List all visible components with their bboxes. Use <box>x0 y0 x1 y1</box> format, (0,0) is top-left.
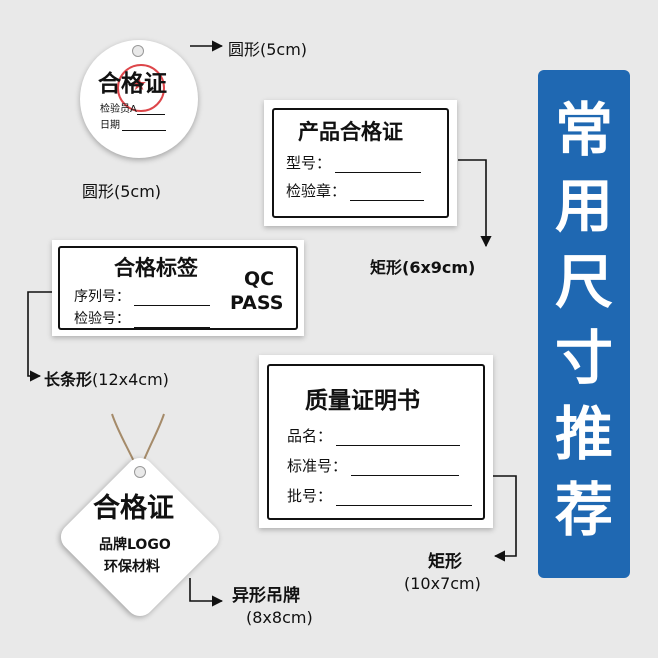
field-line <box>351 475 460 476</box>
product-cert-field-model: 型号： <box>286 152 422 173</box>
qualified-label-card: 合格标签 序列号： 检验号： QC PASS <box>52 240 304 336</box>
diamond-caption-line2: (8x8cm) <box>246 608 313 627</box>
banner-char-4: 寸 <box>554 324 613 392</box>
product-cert-field-stamp: 检验章： <box>286 180 425 201</box>
quality-cert-field-name: 品名： <box>287 425 461 446</box>
caption-bold: 长条形 <box>44 370 93 389</box>
field-line <box>350 200 425 201</box>
qualified-label-title: 合格标签 <box>114 256 198 280</box>
inspector-line <box>136 114 165 115</box>
round-tag-inspector-row: 检验员A <box>100 100 165 115</box>
field-label: 检验号： <box>74 311 130 327</box>
banner-char-5: 推 <box>554 400 613 468</box>
quality-cert-field-batch: 批号： <box>287 485 473 506</box>
field-label: 批号： <box>287 487 333 505</box>
hang-hole <box>132 45 144 57</box>
qc-badge-line2: PASS <box>230 292 284 314</box>
arrow-quality-caption <box>493 475 517 562</box>
quality-cert-caption-line1: 矩形 <box>428 547 462 572</box>
diamond-tag-line1: 品牌LOGO <box>99 537 171 553</box>
arrow-label-caption <box>27 291 52 382</box>
qualified-label-field-inspect: 检验号： <box>74 308 210 328</box>
caption-rest: (12x4cm) <box>92 370 169 389</box>
stamp-star-icon: ★ <box>131 74 148 95</box>
round-caption-below: 圆形(5cm) <box>82 182 162 201</box>
field-label: 型号： <box>286 154 332 172</box>
product-cert-title: 产品合格证 <box>298 120 403 144</box>
banner-char-2: 用 <box>554 172 613 240</box>
round-tag-date-row: 日期 <box>100 116 166 131</box>
quality-cert-title: 质量证明书 <box>305 388 420 414</box>
diamond-tag-line2: 环保材料 <box>104 559 160 575</box>
qc-badge-line1: QC <box>244 268 275 290</box>
banner-char-3: 尺 <box>554 248 613 316</box>
diamond-tag: 合格证 品牌LOGO 环保材料 <box>55 452 225 622</box>
diamond-tag-title: 合格证 <box>93 493 174 524</box>
field-label: 标准号： <box>287 457 348 475</box>
quality-cert-card: 质量证明书 品名： 标准号： 批号： <box>259 355 493 528</box>
date-line <box>122 130 166 131</box>
caption-text: 矩形 <box>428 552 462 572</box>
inspector-label: 检验员A <box>100 104 137 115</box>
field-line <box>134 305 210 306</box>
round-tag-title: 合格证 <box>98 71 167 97</box>
field-line <box>336 445 461 446</box>
qualified-label-border <box>58 246 298 330</box>
banner-char-6: 荐 <box>554 476 613 544</box>
product-cert-caption: 矩形(6x9cm) <box>370 254 475 278</box>
date-label: 日期 <box>100 120 120 131</box>
diamond-hang-hole <box>134 466 146 478</box>
size-recommend-banner: 常 用 尺 寸 推 荐 <box>538 70 630 578</box>
arrow-product-caption <box>458 159 492 248</box>
quality-cert-caption-line2: (10x7cm) <box>404 574 481 593</box>
qualified-label-caption: 长条形(12x4cm) <box>44 366 169 390</box>
round-tag: ★ 合格证 检验员A 日期 <box>80 40 198 158</box>
qualified-label-field-serial: 序列号： <box>74 286 210 306</box>
product-cert-card: 产品合格证 型号： 检验章： <box>264 100 457 226</box>
field-line <box>335 172 422 173</box>
field-label: 检验章： <box>286 182 347 200</box>
quality-cert-field-standard: 标准号： <box>287 455 460 476</box>
caption-text: 异形吊牌 <box>232 586 300 606</box>
product-cert-border <box>272 108 449 218</box>
field-line <box>134 327 210 328</box>
field-label: 序列号： <box>74 289 130 305</box>
red-stamp: ★ <box>117 64 165 112</box>
diamond-caption-line1: 异形吊牌 <box>232 581 300 606</box>
banner-char-1: 常 <box>554 96 613 164</box>
field-label: 品名： <box>287 427 333 445</box>
quality-cert-border <box>267 364 485 520</box>
round-caption-right: 圆形(5cm) <box>228 40 308 59</box>
caption-text: 矩形(6x9cm) <box>370 258 476 277</box>
field-line <box>336 505 473 506</box>
